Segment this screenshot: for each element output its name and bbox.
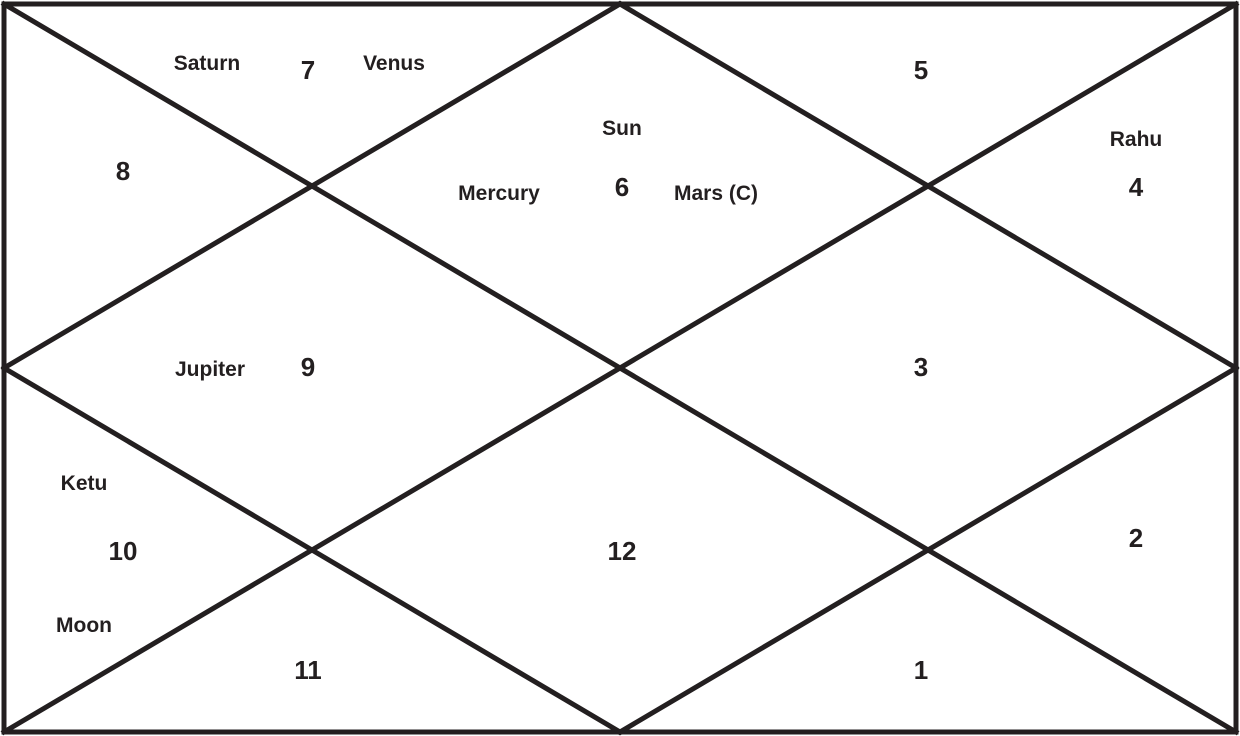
house-number: 2 [1129, 523, 1143, 553]
house-7: Saturn 7 Venus [174, 52, 425, 85]
house-1: 1 [914, 655, 928, 685]
house-9: Jupiter 9 [175, 352, 315, 382]
house-number: 5 [914, 55, 928, 85]
house-4: Rahu 4 [1110, 128, 1163, 202]
planet-label: Mercury [458, 182, 540, 205]
house-number: 6 [615, 172, 629, 202]
planet-label: Rahu [1110, 128, 1163, 151]
house-3: 3 [914, 352, 928, 382]
planet-label: Mars (C) [674, 182, 758, 205]
house-number: 10 [109, 536, 138, 566]
house-number: 12 [608, 536, 637, 566]
diamond-edge-top-right [616, 0, 1240, 372]
diamond-edge-bottom-left [0, 364, 624, 736]
house-6: Sun Mercury 6 Mars (C) [458, 117, 758, 205]
house-2: 2 [1129, 523, 1143, 553]
planet-label: Sun [602, 117, 642, 140]
house-11: 11 [294, 655, 322, 685]
planet-label: Venus [363, 52, 425, 75]
planet-label: Jupiter [175, 358, 245, 381]
house-number: 1 [914, 655, 928, 685]
diamond-edge-top-left [0, 0, 624, 372]
house-12: 12 [608, 536, 637, 566]
house-number: 4 [1129, 172, 1144, 202]
planet-label: Ketu [61, 472, 108, 495]
house-10: Ketu 10 Moon [56, 472, 137, 637]
planet-label: Saturn [174, 52, 241, 75]
house-number: 3 [914, 352, 928, 382]
planet-label: Moon [56, 614, 112, 637]
house-8: 8 [116, 156, 130, 186]
house-5: 5 [914, 55, 928, 85]
house-number: 8 [116, 156, 130, 186]
diamond-edge-bottom-right [616, 364, 1240, 736]
house-number: 7 [301, 55, 315, 85]
house-number: 9 [301, 352, 315, 382]
house-number: 11 [294, 655, 322, 685]
